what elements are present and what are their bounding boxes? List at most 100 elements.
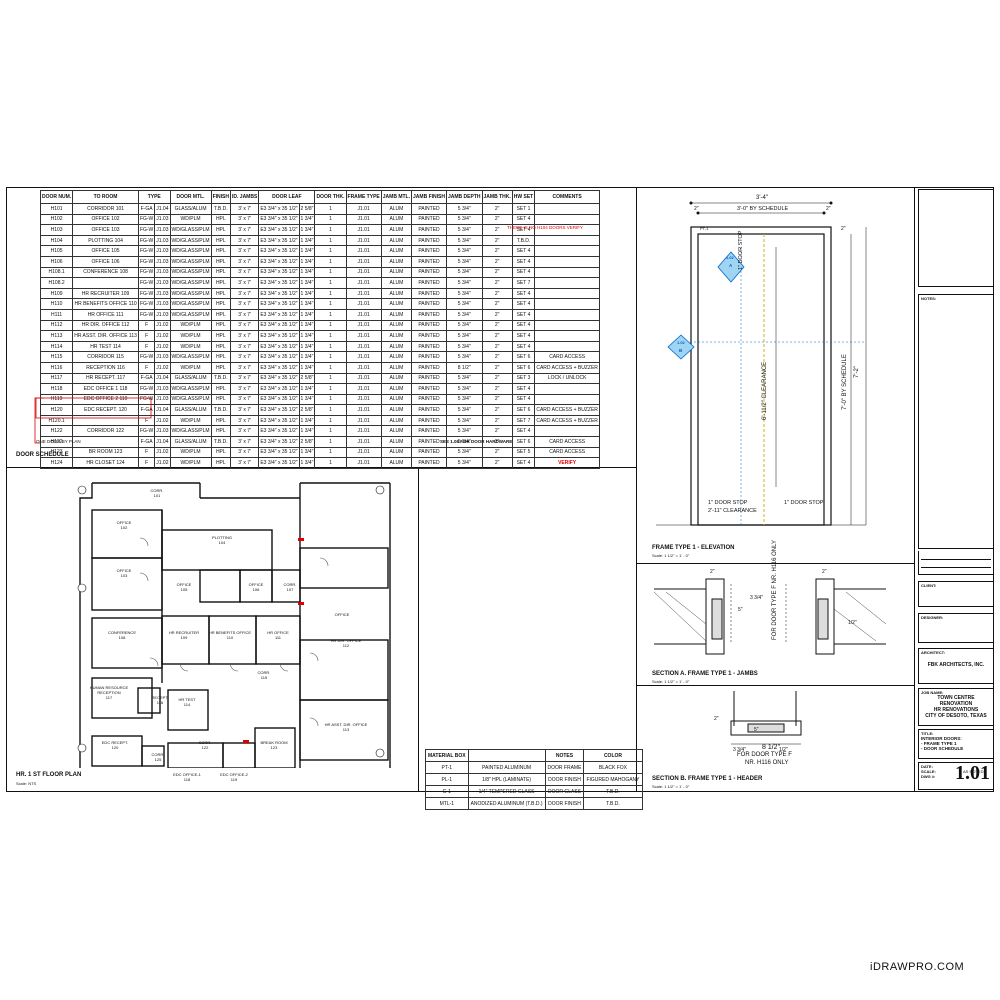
schedule-cell: 3' x 7' bbox=[230, 457, 260, 469]
dwg-label: DWG #: bbox=[921, 774, 936, 779]
schedule-cell: CARD ACCESS bbox=[534, 351, 600, 363]
schedule-cell: PAINTED bbox=[411, 436, 447, 448]
room-number: 117 bbox=[105, 695, 113, 700]
room-name: HR RECRUITER bbox=[168, 630, 200, 635]
schedule-cell: E3 3/4" x 35 1/2" bbox=[258, 361, 300, 374]
divider-elev-section bbox=[636, 563, 914, 564]
materials-header-cell: COLOR bbox=[583, 749, 643, 762]
room-name: HR TEST bbox=[178, 697, 196, 702]
schedule-cell: J1.04 bbox=[154, 372, 171, 385]
schedule-cell: PAINTED bbox=[411, 319, 447, 332]
schedule-cell: SET 4 bbox=[511, 330, 536, 342]
schedule-cell: SET 4 bbox=[511, 425, 536, 438]
room-number: 109 bbox=[180, 635, 188, 640]
schedule-cell: 3' x 7' bbox=[230, 372, 260, 385]
schedule-cell: HPL bbox=[210, 340, 232, 353]
elevation-clearance: 6'-11/2" CLEARANCE bbox=[762, 361, 768, 420]
room-number: 120 bbox=[111, 745, 119, 750]
job-line-1: TOWN CENTRE bbox=[937, 695, 975, 701]
materials-cell: DOOR GLASS bbox=[544, 785, 585, 798]
room-number: 103 bbox=[120, 573, 128, 578]
schedule-cell: SET 4 bbox=[511, 298, 536, 310]
schedule-cell bbox=[534, 425, 600, 438]
schedule-cell: SET 7 bbox=[511, 414, 536, 427]
schedule-cell bbox=[534, 308, 600, 321]
schedule-cell: E3 3/4" x 35 1/2" bbox=[258, 287, 300, 300]
schedule-cell: ALUM bbox=[380, 414, 413, 427]
schedule-cell: SET 6 bbox=[511, 436, 536, 448]
schedule-cell: CARD ACCESS + BUZZER bbox=[534, 414, 600, 427]
schedule-cell: ALUM bbox=[380, 319, 413, 332]
materials-header-cell: NOTES bbox=[544, 749, 585, 762]
schedule-cell: ALUM bbox=[380, 287, 413, 300]
schedule-cell: PAINTED bbox=[411, 393, 447, 406]
schedule-cell: HPL bbox=[210, 393, 232, 406]
schedule-cell: E3 3/4" x 35 1/2" bbox=[258, 277, 300, 289]
detail-tag-b-number: 1.02 bbox=[677, 340, 685, 345]
schedule-cell: PAINTED bbox=[411, 457, 447, 469]
room-name: HR ASST. DIR. OFFICE bbox=[324, 722, 368, 727]
schedule-cell: H124 bbox=[39, 457, 74, 469]
room-number: 107 bbox=[286, 587, 294, 592]
schedule-cell: HPL bbox=[210, 457, 232, 469]
schedule-cell: CARD ACCESS bbox=[534, 446, 600, 459]
schedule-cell: 3' x 7' bbox=[230, 361, 260, 374]
schedule-cell: ALUM bbox=[380, 446, 413, 459]
schedule-cell: H119 bbox=[39, 393, 74, 406]
elevation-door-stop-left: 1" DOOR STOP bbox=[708, 500, 748, 506]
schedule-cell: 3' x 7' bbox=[230, 266, 260, 279]
schedule-cell: VERIFY bbox=[534, 457, 600, 469]
room-name: HR OFFICE bbox=[267, 630, 289, 635]
schedule-cell: H108.1 bbox=[39, 266, 74, 279]
schedule-cell: J1.03 bbox=[154, 383, 171, 395]
section-b-header bbox=[730, 691, 802, 745]
schedule-cell bbox=[534, 340, 600, 353]
schedule-cell: PAINTED bbox=[411, 414, 447, 427]
schedule-cell: J1.03 bbox=[154, 287, 171, 300]
room-name: OFFICE bbox=[116, 520, 132, 525]
schedule-cell: FG-W bbox=[137, 393, 156, 406]
schedule-cell: HPL bbox=[210, 414, 232, 427]
schedule-cell: T.B.D. bbox=[210, 372, 232, 385]
schedule-header-cell: TYPE bbox=[137, 190, 171, 204]
schedule-cell: ALUM bbox=[380, 266, 413, 279]
elevation-height-schedule: 7'-0" BY SCHEDULE bbox=[842, 354, 848, 410]
job-line-4: CITY OF DESOTO, TEXAS bbox=[925, 713, 987, 719]
schedule-cell: 3' x 7' bbox=[230, 298, 260, 310]
room-label: CORR.107 bbox=[268, 582, 312, 592]
room-label: CORR.125 bbox=[136, 752, 180, 762]
schedule-header-cell: TO ROOM bbox=[72, 190, 139, 204]
schedule-cell: ALUM bbox=[380, 361, 413, 374]
room-name: OFFICE bbox=[248, 582, 264, 587]
schedule-cell: FG-W bbox=[137, 308, 156, 321]
schedule-cell: PAINTED bbox=[411, 446, 447, 459]
room-name: CORR. bbox=[151, 752, 165, 757]
room-number: 101 bbox=[153, 493, 161, 498]
date-label: DATE: bbox=[921, 764, 933, 769]
room-name: CORR. bbox=[150, 488, 164, 493]
schedule-cell: H112 bbox=[39, 319, 74, 332]
schedule-cell: H116 bbox=[39, 361, 74, 374]
room-number: 112 bbox=[342, 643, 350, 648]
section-b-note-1: 8 1/2" bbox=[762, 744, 781, 751]
elevation-dim-left: 2" bbox=[694, 206, 699, 212]
room-label: CORR.115 bbox=[242, 670, 286, 680]
section-a-jambs bbox=[653, 578, 887, 655]
schedule-cell: 3' x 7' bbox=[230, 446, 260, 459]
schedule-cell: ALUM bbox=[380, 277, 413, 289]
materials-cell: FIGURED MAHOGANY bbox=[583, 773, 643, 786]
schedule-cell: FG-W bbox=[137, 255, 156, 268]
schedule-cell: SET 4 bbox=[511, 255, 536, 268]
schedule-cell: J1.02 bbox=[154, 330, 171, 342]
elevation-dim-schedule: 3'-0" BY SCHEDULE bbox=[737, 206, 789, 212]
schedule-cell: FG-W bbox=[137, 351, 156, 363]
